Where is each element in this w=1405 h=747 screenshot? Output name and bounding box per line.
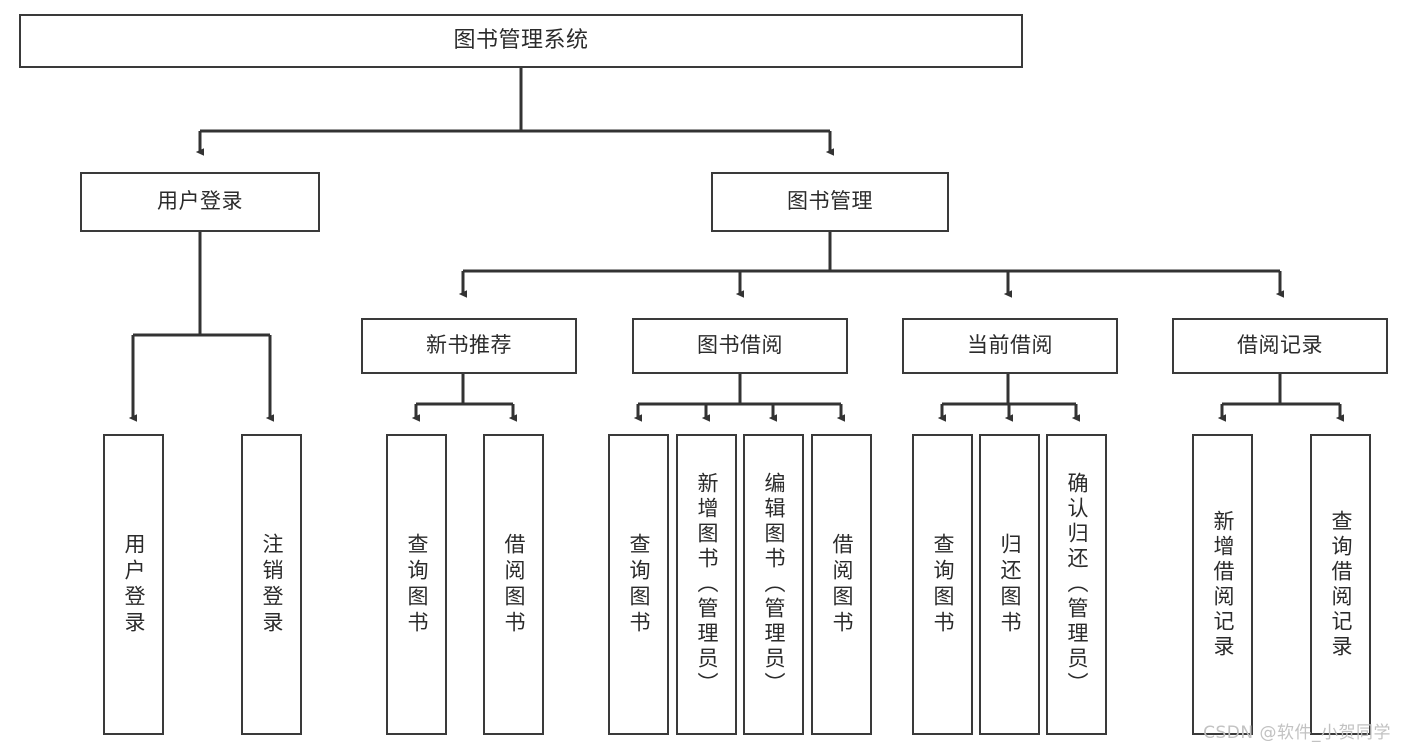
node-label: 新增借阅记录: [1211, 509, 1235, 660]
leaf-query-book-new[interactable]: 查询图书: [386, 434, 447, 735]
node-label: 图书管理系统: [453, 27, 589, 53]
csdn-watermark: CSDN @软件_小贺同学: [1203, 723, 1391, 743]
node-label: 借阅图书: [502, 532, 526, 637]
leaf-edit-book-admin[interactable]: 编辑图书（管理员）: [743, 434, 804, 735]
leaf-logout[interactable]: 注销登录: [241, 434, 302, 735]
leaf-add-borrow-record[interactable]: 新增借阅记录: [1192, 434, 1253, 735]
node-label: 当前借阅: [967, 333, 1053, 358]
node-label: 注销登录: [260, 532, 284, 637]
leaf-borrow-book[interactable]: 借阅图书: [811, 434, 872, 735]
node-label: 图书借阅: [697, 333, 783, 358]
node-root-book-management-system[interactable]: 图书管理系统: [19, 14, 1023, 68]
node-label: 归还图书: [998, 532, 1022, 637]
node-borrow-records[interactable]: 借阅记录: [1172, 318, 1388, 374]
leaf-query-book-borrow[interactable]: 查询图书: [608, 434, 669, 735]
node-label: 编辑图书（管理员）: [762, 472, 786, 697]
leaf-query-book-current[interactable]: 查询图书: [912, 434, 973, 735]
node-label: 查询图书: [931, 532, 955, 637]
node-label: 查询借阅记录: [1329, 509, 1353, 660]
leaf-confirm-return-admin[interactable]: 确认归还（管理员）: [1046, 434, 1107, 735]
node-book-management[interactable]: 图书管理: [711, 172, 949, 232]
leaf-return-book[interactable]: 归还图书: [979, 434, 1040, 735]
node-new-book-recommendation[interactable]: 新书推荐: [361, 318, 577, 374]
leaf-borrow-book-new[interactable]: 借阅图书: [483, 434, 544, 735]
node-book-borrowing[interactable]: 图书借阅: [632, 318, 848, 374]
node-label: 新书推荐: [426, 333, 512, 358]
node-label: 用户登录: [157, 189, 243, 214]
node-label: 查询图书: [405, 532, 429, 637]
leaf-user-login[interactable]: 用户登录: [103, 434, 164, 735]
node-label: 查询图书: [627, 532, 651, 637]
node-label: 用户登录: [122, 532, 146, 637]
node-label: 借阅图书: [830, 532, 854, 637]
node-user-login[interactable]: 用户登录: [80, 172, 320, 232]
node-label: 图书管理: [787, 189, 873, 214]
node-current-borrowing[interactable]: 当前借阅: [902, 318, 1118, 374]
leaf-add-book-admin[interactable]: 新增图书（管理员）: [676, 434, 737, 735]
node-label: 借阅记录: [1237, 333, 1323, 358]
node-label: 新增图书（管理员）: [695, 472, 719, 697]
leaf-query-borrow-record[interactable]: 查询借阅记录: [1310, 434, 1371, 735]
node-label: 确认归还（管理员）: [1065, 472, 1089, 697]
